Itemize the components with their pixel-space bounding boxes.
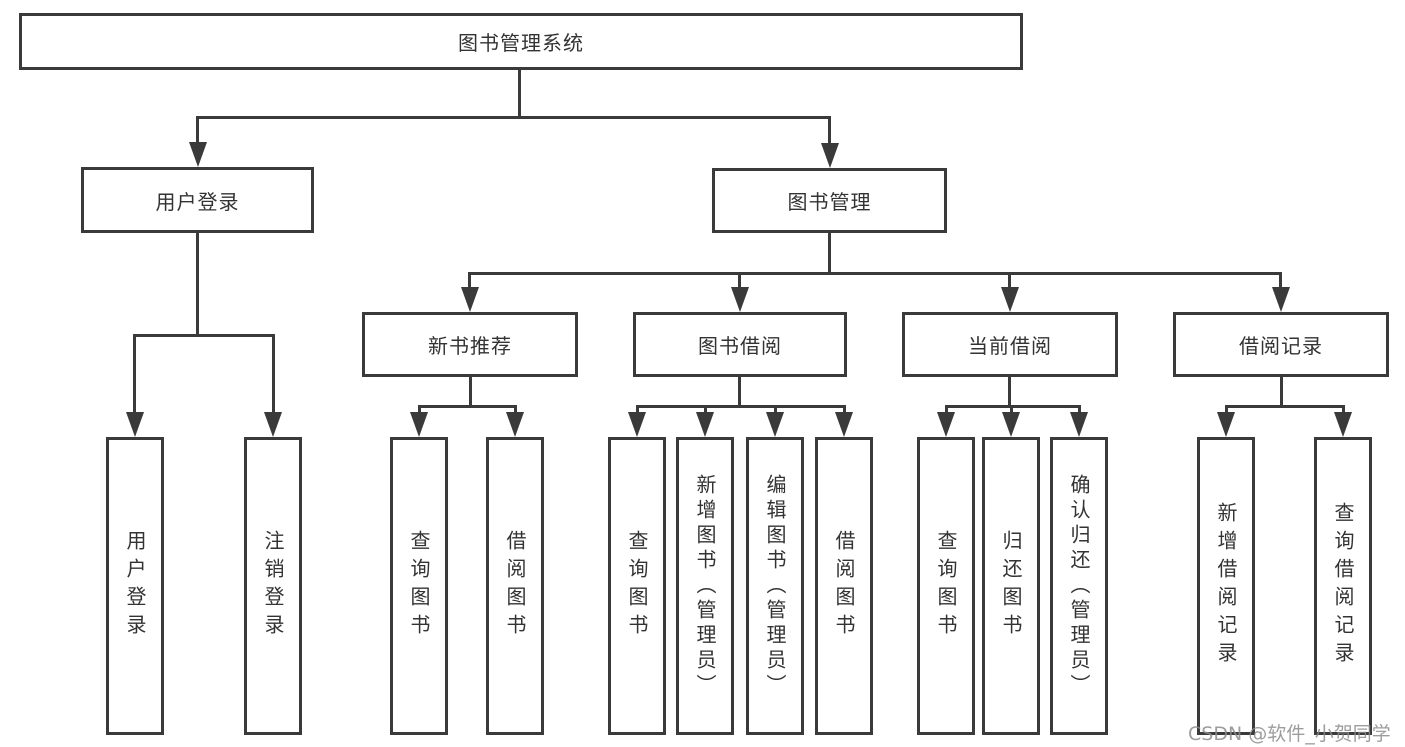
connector-line — [945, 405, 1081, 408]
arrow-down-icon — [1334, 412, 1352, 437]
connector-line — [1280, 377, 1283, 408]
arrow-down-icon — [1070, 412, 1088, 437]
leaf-add-book-admin: 新增图书（管理员） — [676, 437, 734, 735]
arrow-down-icon — [731, 287, 749, 312]
leaf-return-book-label: 归还图书 — [999, 530, 1023, 642]
connector-line — [196, 233, 199, 337]
node-root-label: 图书管理系统 — [458, 31, 584, 55]
leaf-query-books-3: 查询图书 — [917, 437, 975, 735]
arrow-down-icon — [461, 287, 479, 312]
leaf-return-book: 归还图书 — [982, 437, 1040, 735]
connector-line — [738, 377, 741, 408]
connector-line — [636, 405, 846, 408]
arrow-down-icon — [628, 412, 646, 437]
connector-line — [468, 272, 1282, 275]
leaf-query-books-1-label: 查询图书 — [407, 530, 431, 642]
leaf-query-books-2-label: 查询图书 — [625, 530, 649, 642]
connector-line — [945, 405, 948, 415]
arrow-down-icon — [835, 412, 853, 437]
leaf-user-login-label: 用户登录 — [123, 530, 147, 642]
leaf-add-book-admin-label: 新增图书（管理员） — [693, 473, 717, 699]
arrow-down-icon — [1001, 287, 1019, 312]
arrow-down-icon — [264, 412, 282, 437]
connector-line — [704, 405, 707, 415]
arrow-down-icon — [410, 412, 428, 437]
arrow-down-icon — [1217, 412, 1235, 437]
node-book-borrow-label: 图书借阅 — [698, 334, 782, 358]
arrow-down-icon — [126, 412, 144, 437]
leaf-borrow-books-2-label: 借阅图书 — [832, 530, 856, 642]
leaf-borrow-books-2: 借阅图书 — [815, 437, 873, 735]
node-user-login: 用户登录 — [81, 167, 314, 233]
leaf-user-login: 用户登录 — [106, 437, 164, 735]
leaf-edit-book-admin-label: 编辑图书（管理员） — [763, 473, 787, 699]
leaf-borrow-books-1: 借阅图书 — [486, 437, 544, 735]
node-current-borrow-label: 当前借阅 — [968, 334, 1052, 358]
connector-line — [196, 116, 831, 119]
connector-line — [133, 334, 275, 337]
leaf-query-borrow-record: 查询借阅记录 — [1314, 437, 1372, 735]
connector-line — [418, 405, 421, 415]
node-new-book-recommend-label: 新书推荐 — [428, 334, 512, 358]
node-current-borrow: 当前借阅 — [902, 312, 1118, 377]
connector-line — [1008, 377, 1011, 408]
leaf-confirm-return-admin-label: 确认归还（管理员） — [1067, 473, 1091, 699]
leaf-logout-label: 注销登录 — [261, 530, 285, 642]
node-book-management-label: 图书管理 — [787, 190, 872, 214]
connector-line — [514, 405, 517, 415]
leaf-edit-book-admin: 编辑图书（管理员） — [746, 437, 804, 735]
arrow-down-icon — [937, 412, 955, 437]
connector-line — [774, 405, 777, 415]
leaf-confirm-return-admin: 确认归还（管理员） — [1050, 437, 1108, 735]
arrow-down-icon — [189, 142, 207, 167]
leaf-add-borrow-record: 新增借阅记录 — [1197, 437, 1255, 735]
arrow-down-icon — [766, 412, 784, 437]
connector-line — [1225, 405, 1345, 408]
connector-line — [418, 405, 517, 408]
connector-line — [518, 69, 521, 119]
connector-line — [272, 334, 275, 414]
connector-line — [738, 272, 741, 289]
arrow-down-icon — [1272, 287, 1290, 312]
node-root: 图书管理系统 — [19, 13, 1023, 70]
leaf-query-books-3-label: 查询图书 — [934, 530, 958, 642]
leaf-query-borrow-record-label: 查询借阅记录 — [1331, 502, 1355, 670]
arrow-down-icon — [506, 412, 524, 437]
connector-line — [1342, 405, 1345, 415]
connector-line — [843, 405, 846, 415]
connector-line — [468, 272, 471, 289]
connector-line — [1225, 405, 1228, 415]
leaf-query-books-2: 查询图书 — [608, 437, 666, 735]
connector-line — [828, 116, 831, 145]
connector-line — [1078, 405, 1081, 415]
connector-line — [1010, 405, 1013, 415]
connector-line — [1279, 272, 1282, 289]
csdn-watermark: CSDN @软件_小贺同学 — [1188, 723, 1391, 745]
node-book-borrow: 图书借阅 — [633, 312, 847, 377]
leaf-borrow-books-1-label: 借阅图书 — [503, 530, 527, 642]
connector-line — [828, 233, 831, 275]
connector-line — [469, 377, 472, 408]
node-borrow-records-label: 借阅记录 — [1239, 334, 1323, 358]
node-borrow-records: 借阅记录 — [1173, 312, 1389, 377]
leaf-logout: 注销登录 — [244, 437, 302, 735]
arrow-down-icon — [821, 143, 839, 168]
connector-line — [196, 116, 199, 144]
node-user-login-label: 用户登录 — [155, 189, 240, 214]
node-new-book-recommend: 新书推荐 — [362, 312, 578, 377]
connector-line — [636, 405, 639, 415]
leaf-add-borrow-record-label: 新增借阅记录 — [1214, 502, 1238, 670]
node-book-management: 图书管理 — [712, 168, 947, 233]
connector-line — [1008, 272, 1011, 289]
connector-line — [133, 334, 136, 414]
arrow-down-icon — [696, 412, 714, 437]
arrow-down-icon — [1002, 412, 1020, 437]
leaf-query-books-1: 查询图书 — [390, 437, 448, 735]
